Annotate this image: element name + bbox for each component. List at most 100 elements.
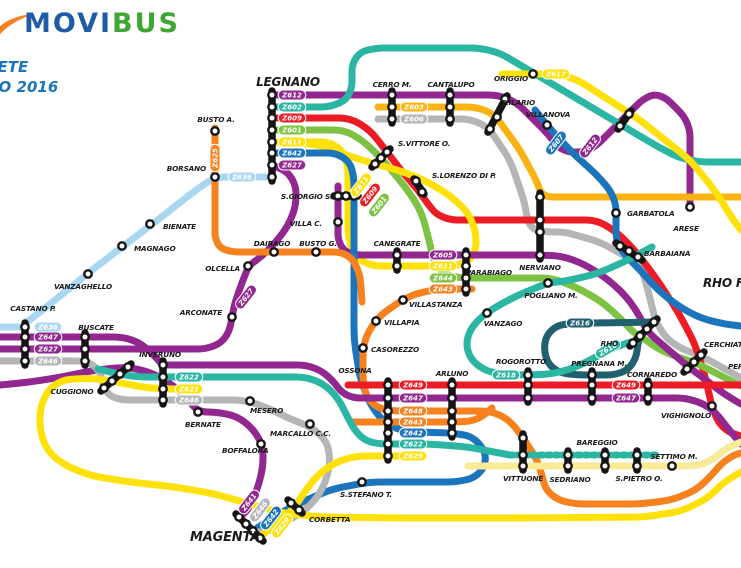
station-dot <box>600 461 610 471</box>
station-dot <box>248 526 258 536</box>
station-dot <box>696 350 706 360</box>
station-dot <box>243 261 253 271</box>
route-badge-z622: Z622 <box>398 438 428 450</box>
route-badge-z621: Z621 <box>174 383 204 395</box>
station-label-busto-g-: BUSTO G. <box>299 239 337 248</box>
route-line-z611 <box>268 138 480 270</box>
route-badge-z646: Z646 <box>33 355 63 367</box>
route-badge-pill <box>398 438 428 450</box>
route-badge-label: Z636 <box>231 174 252 182</box>
station-label-villastanza: VILLASTANZA <box>409 300 463 309</box>
route-badge-label: Z636 <box>37 324 58 332</box>
station-dot <box>294 505 304 515</box>
route-badge-pill <box>611 379 641 391</box>
station-dot <box>383 393 393 403</box>
station-label-villapia: VILLAPIA <box>384 318 420 327</box>
station-dot <box>642 324 652 334</box>
station-dot <box>256 439 266 449</box>
route-line-z616 <box>541 318 658 379</box>
station-dot <box>689 357 699 367</box>
route-badge-z649: Z649 <box>611 379 641 391</box>
station-dot <box>383 380 393 390</box>
station-dot <box>158 384 168 394</box>
route-badge-label: Z617 <box>545 71 566 79</box>
station-dot <box>628 338 638 348</box>
route-badge-pill <box>174 383 204 395</box>
station-dot <box>682 364 692 374</box>
route-badge-pill <box>235 284 257 310</box>
route-badge-label: Z602 <box>281 104 302 112</box>
station-label-pregnana-m-: PREGNANA M. <box>571 359 627 368</box>
route-badge-label: Z609 <box>281 115 302 123</box>
station-dot <box>341 191 351 201</box>
route-badge-pill <box>33 343 63 355</box>
station-dot <box>523 370 533 380</box>
route-badge-z602: Z602 <box>277 101 307 113</box>
movibus-logo: MOVIBUS <box>24 8 180 39</box>
station-dot <box>267 148 277 158</box>
station-dot <box>445 114 455 124</box>
station-label-olcella: OLCELLA <box>205 264 240 273</box>
station-dot <box>600 450 610 460</box>
station-label-nerviano: NERVIANO <box>519 263 560 272</box>
station-dot <box>518 433 528 443</box>
station-dot <box>707 401 717 411</box>
route-badge-pill <box>33 355 63 367</box>
station-label-cantalupo: CANTALUPO <box>427 80 474 89</box>
station-dot <box>382 147 392 157</box>
station-dot <box>632 461 642 471</box>
route-badge-label: Z612 <box>281 92 302 100</box>
route-badge-label: Z606 <box>403 116 424 124</box>
station-dot <box>535 250 545 260</box>
station-label-parabiago: PARABIAGO <box>466 268 512 277</box>
station-dot <box>563 461 573 471</box>
station-dot <box>145 219 155 229</box>
route-badge-pill <box>398 450 428 462</box>
station-label-sedriano: SEDRIANO <box>550 475 591 484</box>
station-label-s-lorenzo-di-p-: S.LORENZO DI P. <box>432 171 496 180</box>
station-dot <box>482 308 492 318</box>
station-dot <box>635 331 645 341</box>
route-badge-z625: Z625 <box>209 143 221 173</box>
route-badge-pill <box>238 489 260 515</box>
station-label-s-giorgio-s-l-: S.GIORGIO S.L. <box>281 192 340 201</box>
route-badge-label: Z649 <box>615 382 636 390</box>
route-badge-pill <box>227 171 257 183</box>
route-badge-label: Z627 <box>281 162 302 170</box>
station-dot <box>387 114 397 124</box>
station-label-dairago: DAIRAGO <box>254 239 290 248</box>
station-label-boffalora: BOFFALORA <box>222 446 269 455</box>
route-badge-z629: Z629 <box>398 450 428 462</box>
route-badge-pill <box>428 260 458 272</box>
route-badge-label: Z643 <box>402 419 423 427</box>
station-label-rogorotto: ROGOROTTO <box>496 357 546 366</box>
route-badge-z647: Z647 <box>611 392 641 404</box>
station-dot <box>383 406 393 416</box>
route-badge-z649: Z649 <box>398 379 428 391</box>
station-dot <box>20 322 30 332</box>
station-label-corbetta: CORBETTA <box>309 515 351 524</box>
station-label-cuggiono: CUGGIONO <box>51 387 94 396</box>
route-badge-label: Z611 <box>432 263 453 271</box>
station-label-vittuone: VITTUONE <box>503 474 543 483</box>
route-line-z606 <box>374 115 741 382</box>
route-line-z647 <box>0 333 741 448</box>
station-dot <box>528 69 538 79</box>
route-line-z603 <box>374 103 741 201</box>
route-badge-pill <box>174 371 204 383</box>
station-dot <box>383 417 393 427</box>
route-badge-pill <box>277 159 307 171</box>
station-dot <box>245 396 255 406</box>
route-badge-pill <box>594 339 622 359</box>
station-dot <box>158 372 168 382</box>
route-badge-pill <box>359 182 381 208</box>
station-label-pero: PERO <box>728 362 741 371</box>
station-dot <box>461 250 471 260</box>
route-badge-pill <box>277 112 307 124</box>
route-badge-pill <box>398 416 428 428</box>
route-badge-label: Z625 <box>212 148 220 169</box>
station-label-vanzaghello: VANZAGHELLO <box>54 282 112 291</box>
route-badge-label: Z621 <box>178 386 199 394</box>
station-dot <box>633 252 643 262</box>
station-dot <box>447 417 457 427</box>
